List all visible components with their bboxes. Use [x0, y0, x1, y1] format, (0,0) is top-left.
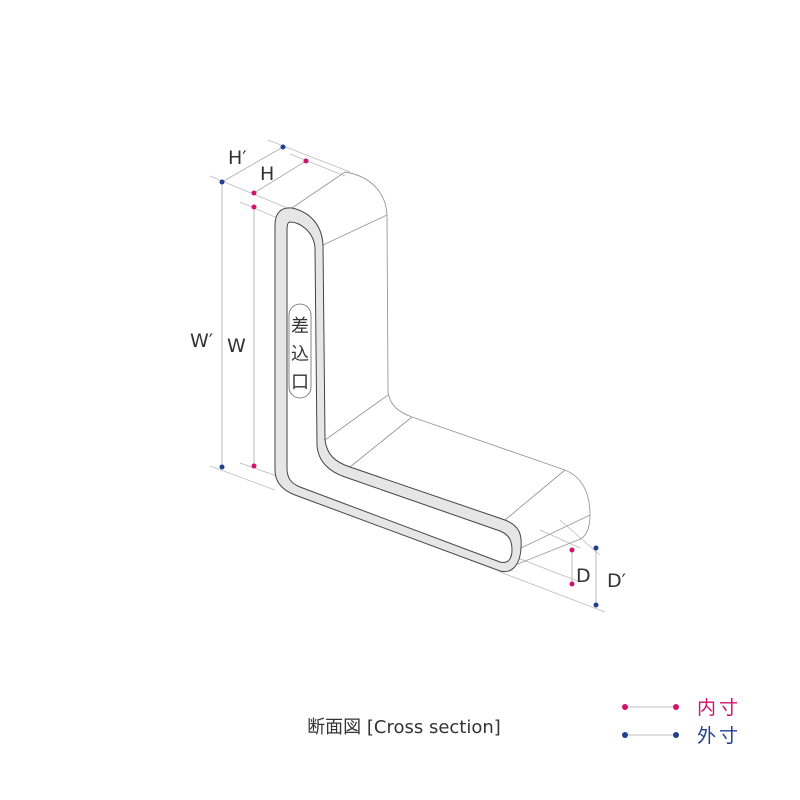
dimension-guides	[209, 139, 606, 613]
legend-inner-label: 内寸	[697, 697, 741, 719]
slot-label-1: 差	[291, 316, 309, 337]
legend-inner: 内寸	[622, 697, 741, 719]
slot-marker	[288, 303, 312, 399]
slot-label-3: 口	[291, 372, 309, 393]
legend-outer: 外寸	[622, 725, 741, 747]
dim-label-w-outer: W′	[190, 330, 213, 352]
bracket-back-outline	[291, 171, 591, 572]
legend-outer-label: 外寸	[697, 725, 741, 747]
dimension-points	[219, 144, 599, 608]
dim-label-d-outer: D′	[607, 570, 626, 592]
dim-label-h-outer: H′	[228, 147, 247, 169]
slot-label-2: 込	[291, 344, 309, 365]
dimension-lines	[221, 146, 597, 605]
bracket-front-face	[274, 207, 522, 573]
dim-label-w-inner: W	[227, 335, 246, 357]
dim-label-d-inner: D	[576, 565, 591, 587]
caption: 断面図 [Cross section]	[307, 717, 501, 738]
dim-label-h-inner: H	[260, 163, 274, 185]
